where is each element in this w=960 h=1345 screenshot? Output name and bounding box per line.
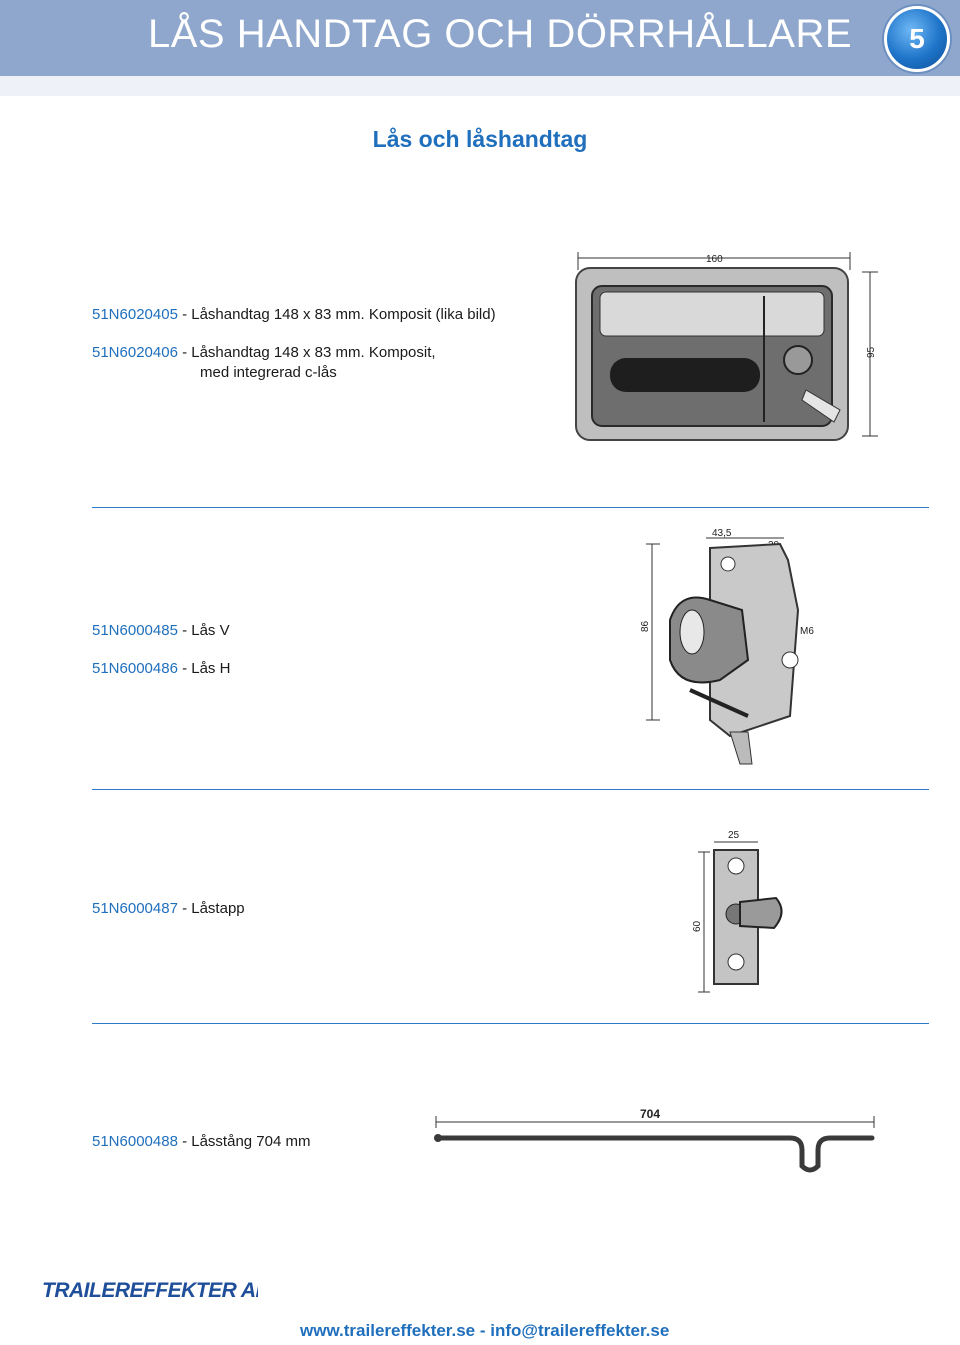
header-band bbox=[0, 76, 960, 96]
product-code: 51N6000487 bbox=[92, 900, 178, 917]
dimension-label: M6 bbox=[800, 626, 814, 637]
section-divider bbox=[92, 1023, 929, 1024]
company-logo: TRAILEREFFEKTER AB bbox=[36, 1278, 258, 1302]
product-description-continued: med integrerad c-lås bbox=[200, 364, 337, 381]
product-code: 51N6000488 bbox=[92, 1133, 178, 1150]
lock-pin-illustration: 25 60 bbox=[692, 830, 783, 993]
lock-handle-illustration: 160 95 bbox=[575, 252, 878, 441]
section-divider bbox=[92, 789, 929, 790]
product-description: - Lås H bbox=[177, 660, 231, 677]
dimension-label: 95 bbox=[866, 346, 877, 358]
section-title: Lås och låshandtag bbox=[372, 126, 588, 152]
product-description: - Låsstång 704 mm bbox=[177, 1133, 311, 1150]
product-code: 51N6020405 bbox=[92, 306, 178, 323]
product-line: 51N6000486 - Lås H bbox=[92, 660, 230, 677]
product-code: 51N6020406 bbox=[92, 344, 178, 361]
product-description: - Låshandtag 148 x 83 mm. Komposit, bbox=[177, 344, 436, 361]
dimension-label: 43,5 bbox=[712, 528, 732, 539]
product-line: 51N6000488 - Låsstång 704 mm bbox=[92, 1133, 310, 1150]
product-line: 51N6020406 - Låshandtag 148 x 83 mm. Kom… bbox=[92, 344, 436, 361]
logo-text: TRAILEREFFEKTER AB bbox=[42, 1279, 258, 1302]
page-header: LÅS HANDTAG OCH DÖRRHÅLLARE 5 bbox=[0, 0, 960, 76]
product-description: - Lås V bbox=[177, 622, 230, 639]
product-line: 51N6000485 - Lås V bbox=[92, 622, 230, 639]
footer-contact: www.trailereffekter.se - info@trailereff… bbox=[300, 1321, 670, 1340]
dimension-label: 60 bbox=[692, 920, 703, 932]
chapter-badge: 5 bbox=[884, 6, 950, 72]
section-divider bbox=[92, 507, 929, 508]
dimension-label: 25 bbox=[728, 830, 740, 841]
product-line: 51N6020405 - Låshandtag 148 x 83 mm. Kom… bbox=[92, 306, 496, 323]
dimension-label: 86 bbox=[640, 620, 651, 632]
product-description: - Låshandtag 148 x 83 mm. Komposit (lika… bbox=[177, 306, 496, 323]
product-description: - Låstapp bbox=[177, 900, 245, 917]
lock-illustration: 43,5 20 86 M6 bbox=[640, 528, 814, 765]
lock-rod-illustration: 704 bbox=[434, 1107, 875, 1173]
dimension-label: 704 bbox=[640, 1107, 660, 1121]
product-line: 51N6000487 - Låstapp bbox=[92, 900, 245, 917]
dimension-label: 160 bbox=[706, 254, 723, 265]
page-title: LÅS HANDTAG OCH DÖRRHÅLLARE bbox=[148, 12, 853, 56]
product-code: 51N6000485 bbox=[92, 622, 178, 639]
product-code: 51N6000486 bbox=[92, 660, 178, 677]
